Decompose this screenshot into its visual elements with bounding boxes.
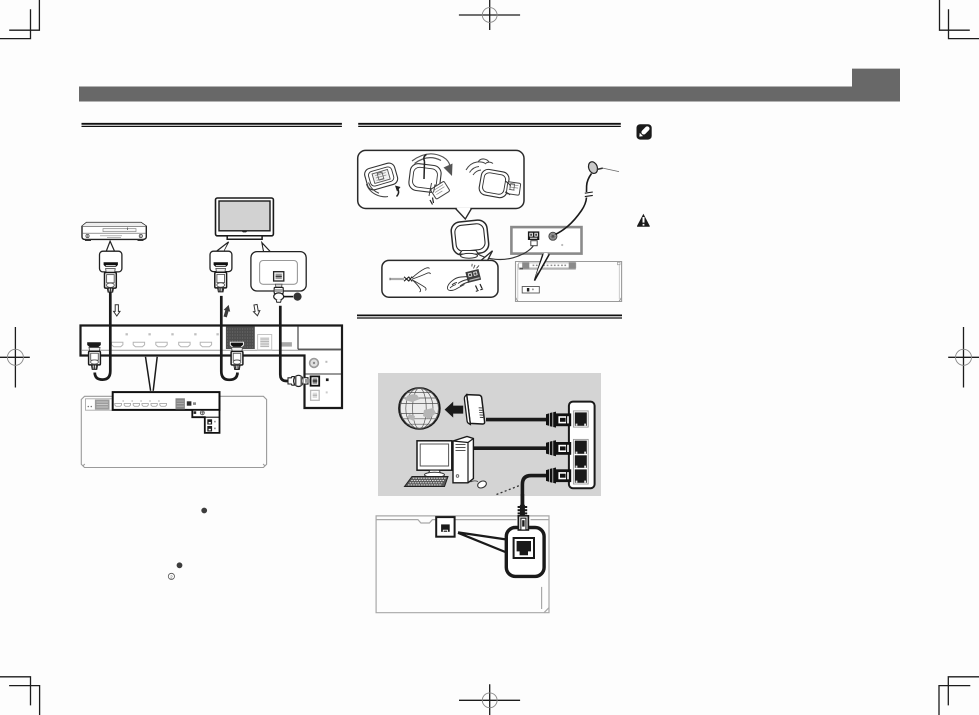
svg-text:2: 2 — [170, 575, 173, 580]
